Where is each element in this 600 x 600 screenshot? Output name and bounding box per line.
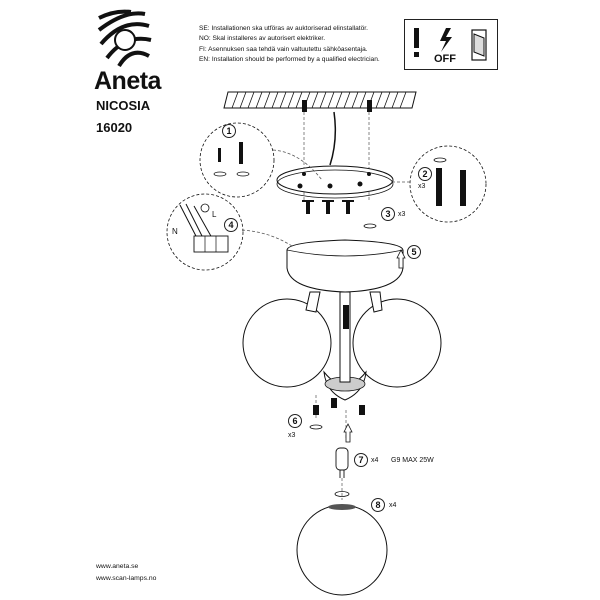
step-7-badge: 7 [354,453,368,467]
glass-globe [296,504,388,596]
step-2-qty: x3 [418,183,426,190]
step-8-qty: x4 [389,502,397,509]
lightning-icon [440,28,452,52]
globe-right [352,298,442,388]
step-3-badge: 3 [381,207,395,221]
switch-icon [471,29,487,61]
warning-box [404,19,498,70]
step-6-qty: x3 [288,432,296,439]
ceiling [223,91,417,112]
detail-bubble-1 [199,122,323,198]
wire-n-label: N [172,227,178,236]
note-se: SE: Installationen ska utföras av auktor… [199,25,368,32]
aneta-logo-icon [97,9,153,68]
mounting-plate [276,165,394,199]
off-label: OFF [434,53,456,65]
step-7-qty: x4 [371,457,379,464]
screw-icon [302,200,354,214]
step-1-badge: 1 [222,124,236,138]
website-link-scan-lamps[interactable]: www.scan-lamps.no [96,575,157,582]
website-link-aneta[interactable]: www.aneta.se [96,563,139,570]
step-6-badge: 6 [288,414,302,428]
exclamation-icon [414,28,419,57]
canopy [286,239,404,293]
step-5-badge: 5 [407,245,421,259]
note-en: EN: Installation should be performed by … [199,56,380,64]
step-8-badge: 8 [371,498,385,512]
note-no: NO: Skal installeres av autorisert elekt… [199,35,326,43]
brand-name: Aneta [94,67,161,95]
product-code: 16020 [96,120,133,135]
bulb-spec: G9 MAX 25W [391,457,434,464]
step-4-badge: 4 [224,218,238,232]
step-2-badge: 2 [418,167,432,181]
globe-left [242,298,332,388]
wire-l-label: L [212,210,217,219]
installation-notes: SE: Installationen ska utföras av auktor… [199,24,399,66]
step-3-qty: x3 [398,211,406,218]
globe-center [323,370,367,401]
note-fi: FI: Asennuksen saa tehdä vain valtuutett… [199,45,368,53]
arrow-up-icon [343,249,406,443]
g9-bulb-icon [335,447,349,478]
detail-bubble-2 [392,145,487,223]
model-name: NICOSIA [96,98,151,113]
detail-bubble-4 [166,193,293,271]
